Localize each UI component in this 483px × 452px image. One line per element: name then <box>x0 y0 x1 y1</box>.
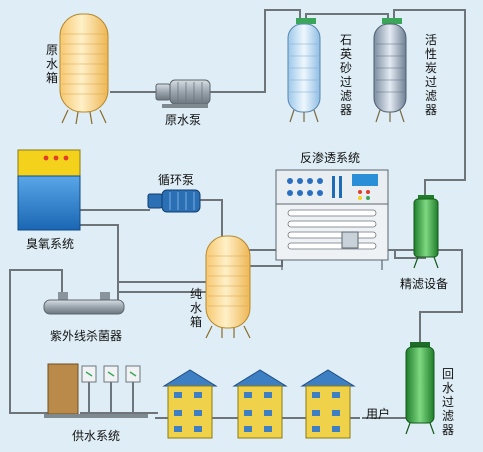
circ-pump-label: 循环泵 <box>158 173 194 187</box>
carbon-char-0: 活 <box>425 33 437 47</box>
return-char-3: 滤 <box>442 409 454 423</box>
activated-carbon-filter <box>373 18 407 123</box>
quartz-sand-filter <box>287 18 321 123</box>
pure-tank-char-1: 水 <box>190 301 202 315</box>
return-char-0: 回 <box>442 367 454 381</box>
ozone-system <box>17 149 81 231</box>
pipe-uv-to-supply <box>9 269 63 414</box>
red-light-icon <box>43 155 49 161</box>
fine-filter <box>413 195 439 269</box>
raw-water-tank <box>59 13 109 125</box>
carbon-char-2: 炭 <box>425 61 437 75</box>
raw-pump-label: 原水泵 <box>165 113 201 127</box>
sand-char-4: 滤 <box>340 89 352 103</box>
pipe-ozone-return <box>80 224 220 293</box>
pipe-tank-to-uv <box>117 281 210 300</box>
house-1 <box>162 369 218 439</box>
fine-filter-label: 精滤设备 <box>400 277 448 291</box>
raw-tank-char-2: 箱 <box>46 70 58 85</box>
pipe-pump-to-sand <box>210 9 301 93</box>
pure-tank-char-2: 箱 <box>190 314 202 329</box>
house-2 <box>232 369 288 439</box>
sand-char-0: 石 <box>340 33 352 47</box>
carbon-char-5: 器 <box>425 103 437 117</box>
raw-tank-char-0: 原 <box>46 43 58 57</box>
pure-tank-char-0: 纯 <box>190 287 202 301</box>
carbon-char-4: 滤 <box>425 89 437 103</box>
sand-filter-label: 石 英 砂 过 滤 器 <box>340 33 352 117</box>
control-panel-icon <box>287 174 378 200</box>
return-char-4: 器 <box>442 423 454 437</box>
carbon-filter-label: 活 性 炭 过 滤 器 <box>425 33 437 117</box>
sand-char-5: 器 <box>340 103 352 117</box>
return-filter-label: 回 水 过 滤 器 <box>442 367 454 437</box>
ro-label: 反渗透系统 <box>300 150 360 165</box>
raw-tank-label: 原 水 箱 <box>46 43 58 85</box>
pipe-sand-to-carbon <box>305 13 389 20</box>
circulation-pump <box>147 189 201 213</box>
pure-water-tank <box>205 235 251 339</box>
water-supply-system <box>44 363 148 418</box>
return-water-filter <box>405 342 435 435</box>
sand-char-1: 英 <box>340 47 352 61</box>
pure-tank-label: 纯 水 箱 <box>190 287 202 329</box>
uv-sterilizer <box>43 292 125 315</box>
carbon-char-3: 过 <box>425 75 437 89</box>
red-light-icon <box>63 155 69 161</box>
supply-label: 供水系统 <box>72 429 120 443</box>
sand-char-2: 砂 <box>340 61 352 75</box>
raw-water-pump <box>155 79 211 108</box>
return-char-2: 过 <box>442 395 454 409</box>
uv-label: 紫外线杀菌器 <box>50 328 122 343</box>
reverse-osmosis-system <box>275 169 389 270</box>
raw-tank-char-1: 水 <box>46 57 58 71</box>
pipe-carbon-to-fine <box>393 9 466 195</box>
ozone-label: 臭氧系统 <box>26 236 74 251</box>
pipe-return-to-tank <box>244 249 463 345</box>
red-light-icon <box>53 155 59 161</box>
house-3 <box>300 369 356 439</box>
carbon-char-1: 性 <box>425 47 437 61</box>
sand-char-3: 过 <box>340 75 352 89</box>
user-label: 用户 <box>366 406 390 421</box>
return-char-1: 水 <box>442 381 454 395</box>
